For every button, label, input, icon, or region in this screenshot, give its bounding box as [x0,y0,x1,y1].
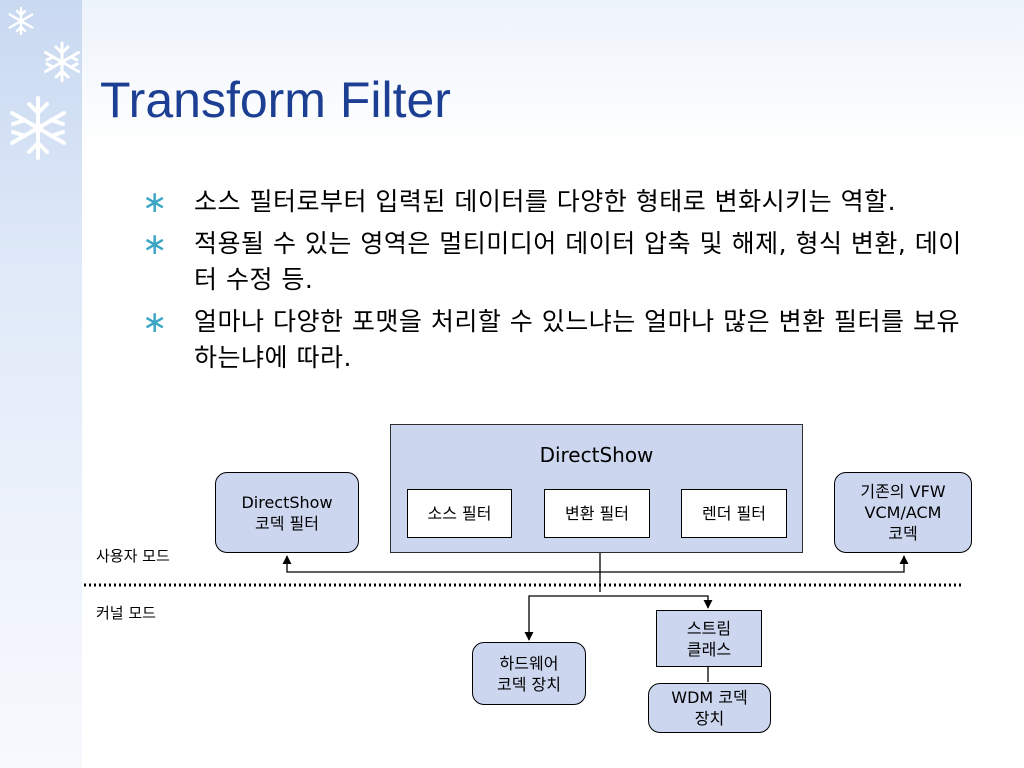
box-line: WDM 코덱 [671,688,748,707]
arrow-kernel-bus [524,595,713,641]
box-line: VCM/ACM [864,503,942,522]
box-line: DirectShow [241,492,333,512]
box-line: 스트림 [686,618,732,638]
arrow-user-mode-bus [282,555,909,573]
bullet-asterisk-icon: ∗ [142,185,168,220]
bullet-asterisk-icon: ∗ [142,305,168,340]
box-line: 하드웨어 [499,653,559,673]
snowflake-icon [10,96,66,160]
vfw-codec-box: 기존의 VFW VCM/ACM 코덱 [834,472,972,553]
kernel-mode-label: 커널 모드 [96,604,156,622]
slide-title: Transform Filter [100,72,451,128]
box-line: 코덱 [888,524,918,543]
wdm-codec-device-box: WDM 코덱 장치 [648,683,771,733]
bullet-item: ∗ 적용될 수 있는 영역은 멀티미디어 데이터 압축 및 해제, 형식 변환,… [142,226,972,298]
directshow-codec-filter-box: DirectShow 코덱 필터 [215,472,359,553]
top-decor-band [82,0,1024,150]
box-line: 클래스 [686,639,732,659]
snowflake-icon [8,6,34,36]
box-line: 코덱 필터 [255,513,319,533]
transform-filter-box: 변환 필터 [544,489,650,538]
hardware-codec-device-box: 하드웨어 코덱 장치 [472,642,586,705]
snowflake-icon [44,41,80,83]
box-line: 기존의 VFW [860,482,946,501]
directshow-label: DirectShow [539,443,654,467]
user-mode-label: 사용자 모드 [96,547,170,565]
bullet-list: ∗ 소스 필터로부터 입력된 데이터를 다양한 형태로 변화시키는 역할. ∗ … [142,184,972,382]
stream-class-box: 스트림 클래스 [656,610,762,667]
bullet-text: 얼마나 다양한 포맷을 처리할 수 있느냐는 얼마나 많은 변환 필터를 보유하… [194,307,960,372]
box-line: 장치 [694,709,725,728]
bullet-text: 소스 필터로부터 입력된 데이터를 다양한 형태로 변화시키는 역할. [194,187,897,216]
render-filter-box: 렌더 필터 [681,489,787,538]
bullet-text: 적용될 수 있는 영역은 멀티미디어 데이터 압축 및 해제, 형식 변환, 데… [194,229,962,294]
bullet-asterisk-icon: ∗ [142,227,168,262]
bullet-item: ∗ 얼마나 다양한 포맷을 처리할 수 있느냐는 얼마나 많은 변환 필터를 보… [142,304,972,376]
box-line: 코덱 장치 [497,674,561,694]
bullet-item: ∗ 소스 필터로부터 입력된 데이터를 다양한 형태로 변화시키는 역할. [142,184,972,220]
source-filter-box: 소스 필터 [407,489,512,538]
